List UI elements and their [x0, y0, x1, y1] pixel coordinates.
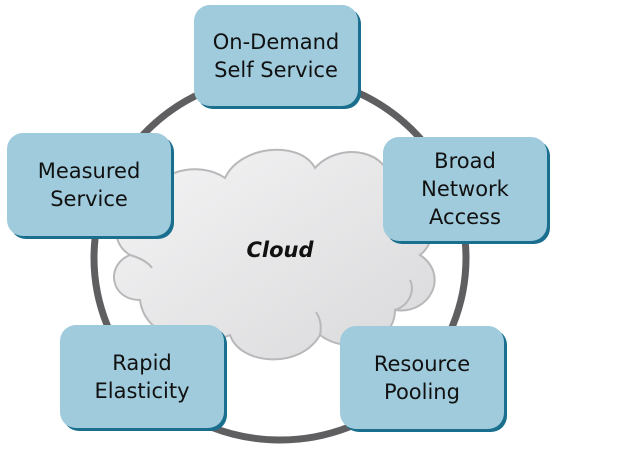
box-line: Service	[50, 186, 128, 211]
box-line: Measured	[37, 158, 141, 183]
box-line: Resource	[373, 351, 471, 376]
box-line: Access	[429, 205, 501, 229]
box-line: Rapid	[112, 350, 172, 375]
box-line: Broad	[434, 149, 496, 173]
cloud-label: Cloud	[246, 238, 314, 262]
characteristic-measured-service: Measured Service	[7, 133, 171, 236]
characteristic-broad-network-access: Broad Network Access	[383, 137, 547, 241]
characteristic-on-demand-self-service: On-Demand Self Service	[194, 5, 358, 106]
box-line: Network	[421, 177, 509, 201]
characteristic-rapid-elasticity: Rapid Elasticity	[60, 325, 224, 428]
characteristic-resource-pooling: Resource Pooling	[340, 326, 504, 429]
box-line: On-Demand	[212, 29, 340, 54]
box-line: Pooling	[384, 379, 460, 404]
box-line: Elasticity	[94, 378, 190, 403]
box-line: Self Service	[214, 57, 338, 82]
